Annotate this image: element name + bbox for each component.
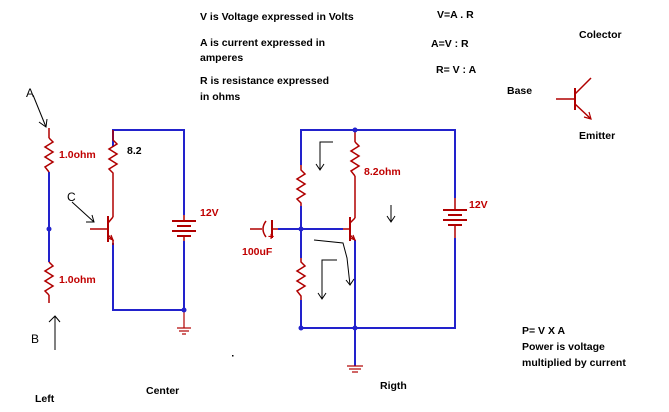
label-base: Base	[507, 85, 532, 97]
right-transistor-collector	[349, 217, 356, 224]
legend-labels: Colector Base Emitter	[507, 29, 622, 142]
center-junction-dot	[181, 307, 187, 313]
legend-emitter-arrow	[583, 111, 592, 120]
transistor-legend-symbol	[556, 77, 592, 120]
current-arrow-2-head	[386, 215, 396, 223]
arrow-a-head	[38, 118, 48, 128]
right-wire-bottom	[300, 238, 456, 329]
right-resistor-top	[295, 165, 307, 206]
arrow-c-head	[86, 214, 95, 223]
section-center-label: Center	[146, 385, 179, 397]
center-emitter-arrow	[107, 234, 115, 242]
right-circuit	[250, 127, 467, 373]
right-junction-bottom	[352, 325, 358, 331]
center-resistor	[107, 130, 119, 200]
center-circuit	[90, 129, 196, 335]
note-current-line1: A is current expressed in	[200, 37, 325, 49]
component-labels: 1.0ohm 1.0ohm 8.2 12V 8.2ohm 12V 100uF +	[59, 145, 488, 286]
current-arrow-3-head	[345, 278, 355, 286]
note-resistance-line2: in ohms	[200, 91, 240, 103]
right-resistor-bottom	[295, 258, 307, 300]
formula-voltage: V=A . R	[437, 9, 474, 21]
arrow-c-line	[71, 201, 95, 223]
power-formula: P= V X A	[522, 325, 566, 337]
note-current-line2: amperes	[200, 52, 243, 64]
point-a-label: A	[26, 86, 34, 100]
notes: V is Voltage expressed in Volts A is cur…	[200, 9, 626, 369]
note-resistance-line1: R is resistance expressed	[200, 75, 329, 87]
right-resistor-label: 8.2ohm	[364, 166, 401, 178]
current-arrow-4	[321, 259, 337, 299]
left-resistor-top	[43, 137, 55, 173]
section-left-label: Left	[35, 393, 55, 405]
stray-dot	[232, 355, 234, 357]
capacitor-label: 100uF	[242, 246, 273, 258]
capacitor-plus-sign: +	[268, 231, 274, 243]
right-wire-top	[300, 129, 456, 198]
power-note-line2: multiplied by current	[522, 357, 626, 369]
left-resistor-top-label: 1.0ohm	[59, 149, 96, 161]
center-resistor-label: 8.2	[127, 145, 142, 157]
section-labels: Left Center Rigth	[35, 380, 407, 405]
center-battery-label: 12V	[200, 207, 219, 219]
center-transistor-collector	[107, 216, 114, 224]
legend-emitter	[574, 103, 592, 120]
current-arrow-3	[313, 239, 351, 286]
point-b-label: B	[31, 332, 39, 346]
point-c-label: C	[67, 190, 76, 204]
right-junction-bottom-left	[298, 325, 304, 331]
left-junction-dot	[46, 226, 52, 232]
right-resistor-collector	[349, 141, 361, 177]
arrow-b-head	[48, 315, 61, 323]
center-wire-top	[112, 129, 185, 215]
point-labels: A B C	[26, 86, 76, 346]
current-arrow-1	[319, 141, 333, 170]
left-resistor-bottom	[43, 261, 55, 296]
right-battery-label: 12V	[469, 199, 488, 211]
section-right-label: Rigth	[380, 380, 407, 392]
current-arrow-1-head	[315, 163, 325, 171]
left-resistor-bottom-label: 1.0ohm	[59, 274, 96, 286]
current-arrow-4-head	[317, 292, 327, 300]
right-junction-base	[298, 226, 304, 232]
legend-collector	[574, 77, 592, 95]
label-emitter: Emitter	[579, 130, 615, 142]
formula-current: A=V : R	[431, 38, 469, 50]
label-collector: Colector	[579, 29, 622, 41]
formula-resistance: R= V : A	[436, 64, 477, 76]
power-note-line1: Power is voltage	[522, 341, 605, 353]
right-capacitor-curved-plate	[262, 220, 267, 238]
arrow-a-line	[32, 94, 47, 128]
center-wire-bottom	[112, 241, 185, 311]
right-junction-top	[352, 127, 358, 133]
left-circuit	[32, 94, 95, 350]
right-emitter-arrow	[349, 234, 357, 242]
note-voltage: V is Voltage expressed in Volts	[200, 11, 354, 23]
